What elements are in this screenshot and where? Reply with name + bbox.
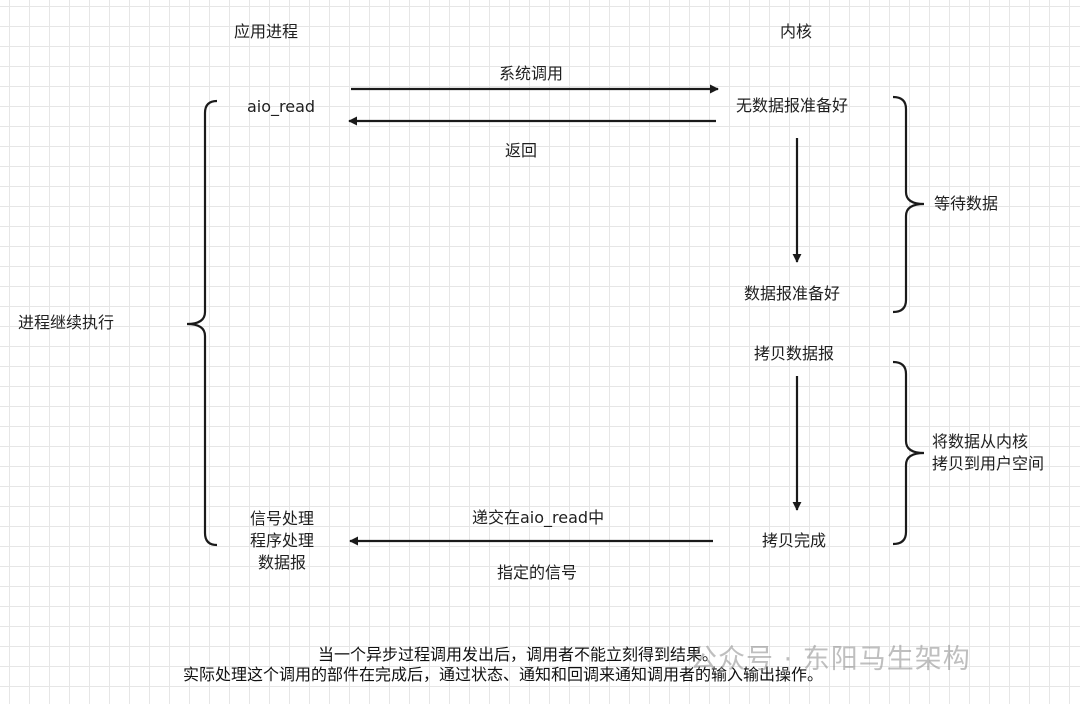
kernel-header: 内核 <box>780 22 813 41</box>
signal-handler-label: 信号处理 程序处理 数据报 <box>240 508 324 574</box>
copy-brace <box>892 360 925 546</box>
copy-to-user-label: 将数据从内核 拷贝到用户空间 <box>932 431 1044 475</box>
signal-handler-line-3: 数据报 <box>257 553 306 572</box>
return-label: 返回 <box>505 141 538 160</box>
aio-read-label: aio_read <box>247 97 316 116</box>
process-continue-label: 进程继续执行 <box>18 313 115 332</box>
continue-brace <box>186 99 218 547</box>
deliver-label: 递交在aio_read中 <box>472 508 605 527</box>
copy-to-user-line-2: 拷贝到用户空间 <box>932 454 1045 473</box>
wait-brace <box>892 95 925 314</box>
syscall-label: 系统调用 <box>499 64 564 83</box>
watermark: 公众号 · 东阳马生架构 <box>690 644 971 675</box>
app-process-header: 应用进程 <box>234 22 299 41</box>
signal-handler-line-2: 程序处理 <box>249 531 314 550</box>
specified-signal-label: 指定的信号 <box>497 563 578 582</box>
no-data-ready-label: 无数据报准备好 <box>736 96 849 115</box>
copy-to-user-line-1: 将数据从内核 <box>932 432 1029 451</box>
data-ready-label: 数据报准备好 <box>744 284 841 303</box>
copy-datagram-label: 拷贝数据报 <box>754 344 835 363</box>
caption-line-1: 当一个异步过程调用发出后，调用者不能立刻得到结果。 <box>318 645 719 664</box>
caption-line-2: 实际处理这个调用的部件在完成后，通过状态、通知和回调来通知调用者的输入输出操作。 <box>183 665 824 684</box>
copy-done-label: 拷贝完成 <box>762 531 827 550</box>
signal-handler-line-1: 信号处理 <box>249 509 314 528</box>
wait-data-label: 等待数据 <box>934 194 999 213</box>
